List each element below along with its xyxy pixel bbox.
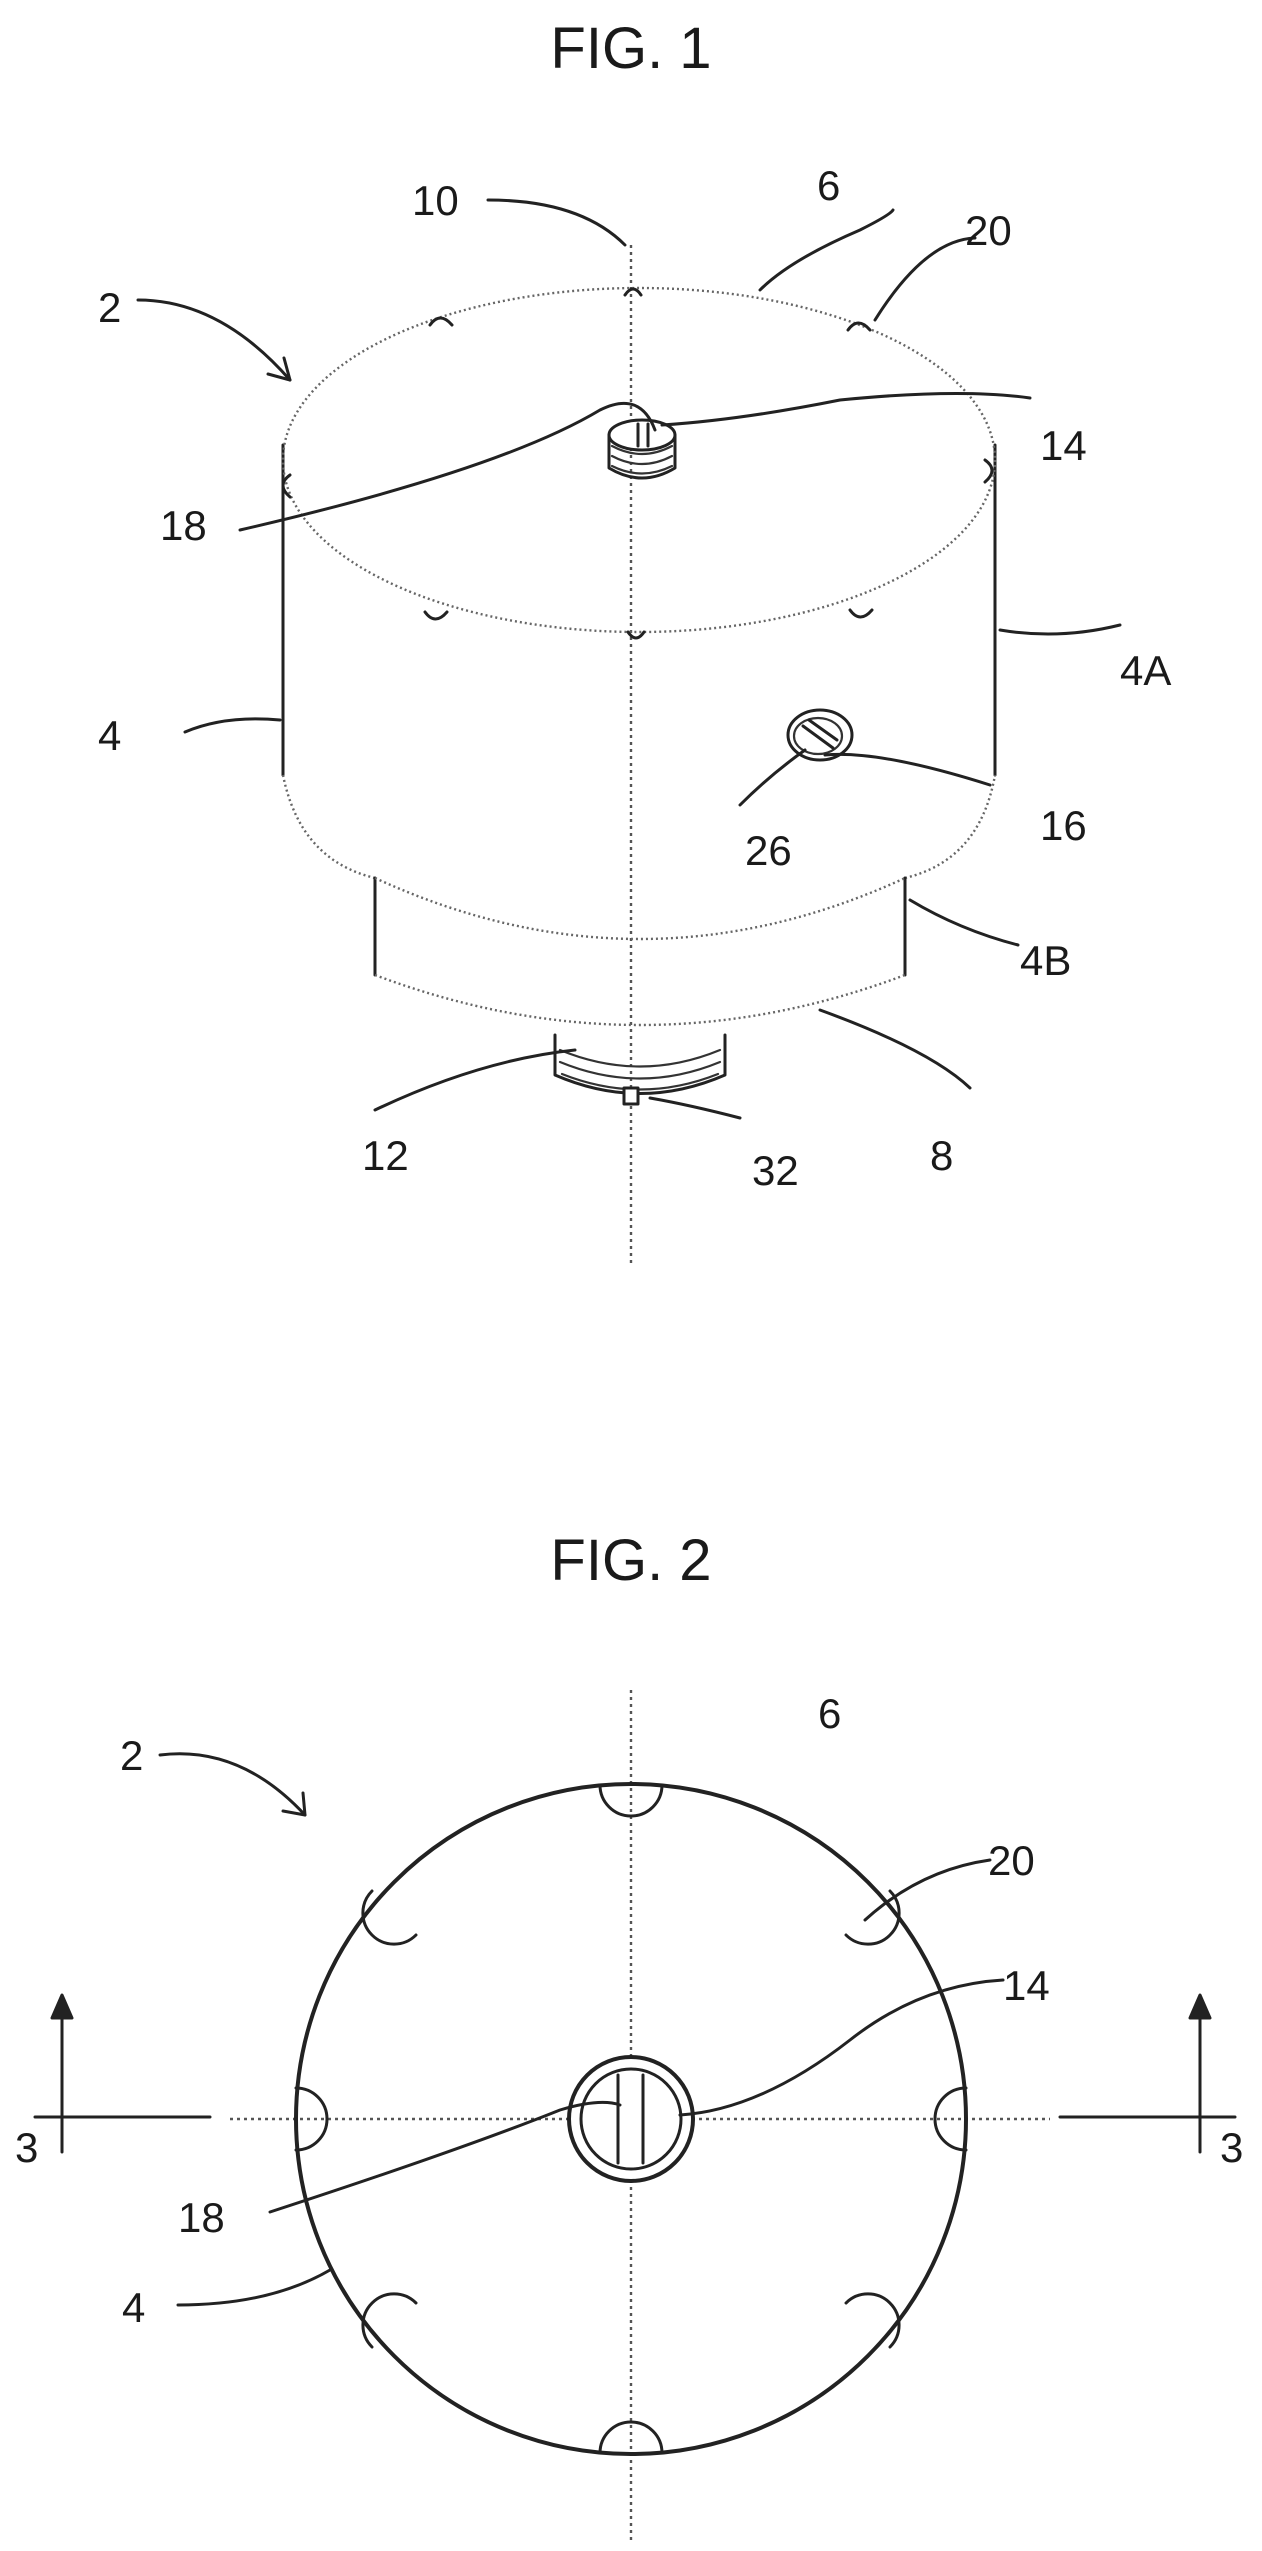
- figure-2: FIG. 2: [15, 1528, 1243, 2540]
- label-32: 32: [752, 1147, 799, 1194]
- top-face-outline: [283, 288, 995, 632]
- side-port: [788, 710, 852, 760]
- label-4-fig2: 4: [122, 2284, 145, 2331]
- label-14: 14: [1040, 422, 1087, 469]
- label-18: 18: [160, 502, 207, 549]
- label-10: 10: [412, 177, 459, 224]
- fig2-leader-lines: [160, 1754, 1003, 2305]
- label-6-fig2: 6: [818, 1690, 841, 1737]
- body-bottom-edge: [283, 775, 995, 878]
- label-16: 16: [1040, 802, 1087, 849]
- label-26: 26: [745, 827, 792, 874]
- bottom-threaded-boss: [555, 1035, 725, 1104]
- label-20-fig2: 20: [988, 1837, 1035, 1884]
- figure-1: FIG. 1: [98, 16, 1171, 1265]
- figure-2-title: FIG. 2: [550, 1528, 711, 1593]
- label-4: 4: [98, 712, 121, 759]
- section-marker-right: [1060, 1995, 1235, 2152]
- central-insert: [569, 2057, 693, 2181]
- label-2-fig2: 2: [120, 1732, 143, 1779]
- label-6: 6: [817, 162, 840, 209]
- label-14-fig2: 14: [1003, 1962, 1050, 2009]
- label-4a: 4A: [1120, 647, 1171, 694]
- fig2-labels: 2 6 20 14 3 3 18 4: [15, 1690, 1243, 2331]
- label-20: 20: [965, 207, 1012, 254]
- label-12: 12: [362, 1132, 409, 1179]
- step-bottom-arc: [375, 975, 905, 1025]
- label-3-left: 3: [15, 2124, 38, 2171]
- fig1-labels: 2 10 6 20 14 18 4 4A 26 16 4B 12 32 8: [98, 162, 1171, 1194]
- fig1-leader-lines: [138, 200, 1120, 1118]
- section-marker-left: [35, 1995, 210, 2152]
- top-threaded-insert: [609, 420, 675, 478]
- label-4b: 4B: [1020, 937, 1071, 984]
- label-3-right: 3: [1220, 2124, 1243, 2171]
- label-18-fig2: 18: [178, 2194, 225, 2241]
- label-8: 8: [930, 1132, 953, 1179]
- figure-1-title: FIG. 1: [550, 16, 711, 81]
- label-2: 2: [98, 284, 121, 331]
- step-top-arc: [375, 878, 905, 939]
